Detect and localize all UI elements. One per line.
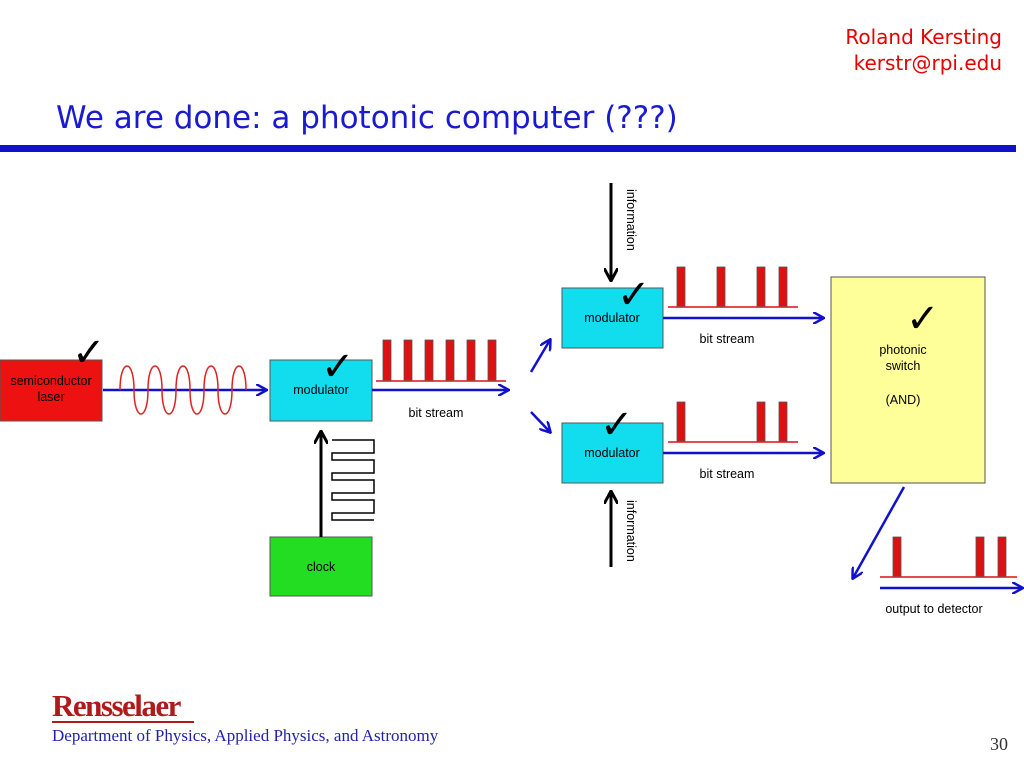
checkmark-switch: ✓: [906, 296, 940, 342]
switch-label-line3: (AND): [886, 393, 921, 407]
modulator-top-box: [561, 287, 664, 349]
laser-label-line1: semiconductor: [10, 374, 91, 388]
light-wave: [119, 365, 247, 415]
split-arrow-up: [529, 340, 550, 373]
switch-label-line2: switch: [886, 359, 921, 373]
department-name: Department of Physics, Applied Physics, …: [52, 726, 439, 745]
modulator-top-label: modulator: [584, 311, 640, 325]
information-bottom-label: information: [624, 500, 638, 562]
checkmark-modulator-main: ✓: [321, 344, 355, 390]
modulator-main-box: [269, 359, 373, 422]
author-block: Roland Kersting kerstr@rpi.edu: [845, 24, 1002, 76]
bit-stream-top-label: bit stream: [700, 332, 755, 346]
bit-stream-bottom-label: bit stream: [700, 467, 755, 481]
switch-label-line1: photonic: [879, 343, 926, 357]
page-number: 30: [990, 734, 1008, 754]
modulator-bottom-label: modulator: [584, 446, 640, 460]
checkmark-laser: ✓: [72, 330, 106, 376]
bit-stream-top-pulses: [676, 266, 788, 307]
laser-box: [0, 359, 103, 422]
output-stream-pulses: [892, 536, 1007, 577]
slide-title: We are done: a photonic computer (???): [56, 100, 678, 136]
clock-signal: [331, 439, 375, 521]
author-name: Roland Kersting: [845, 25, 1002, 49]
switch-output-arrow: [853, 486, 906, 578]
modulator-main-label: modulator: [293, 383, 349, 397]
clock-box: [269, 536, 373, 597]
split-arrow-down: [530, 411, 550, 432]
checkmark-modulator-bottom: ✓: [600, 402, 634, 448]
bit-stream-main-label: bit stream: [409, 406, 464, 420]
checkmark-modulator-top: ✓: [617, 272, 651, 318]
laser-label-line2: laser: [37, 390, 64, 404]
bit-stream-bottom-pulses: [676, 401, 788, 442]
photonic-switch-box: [830, 276, 986, 484]
logo-underline: [52, 721, 194, 723]
information-top-label: information: [624, 189, 638, 251]
output-label: output to detector: [885, 602, 982, 616]
rensselaer-logo: Rensselaer: [52, 688, 181, 723]
bit-stream-main-pulses: [382, 339, 497, 381]
clock-label: clock: [307, 560, 336, 574]
author-email: kerstr@rpi.edu: [853, 51, 1002, 75]
title-rule: [0, 145, 1016, 152]
modulator-bottom-box: [561, 422, 664, 484]
